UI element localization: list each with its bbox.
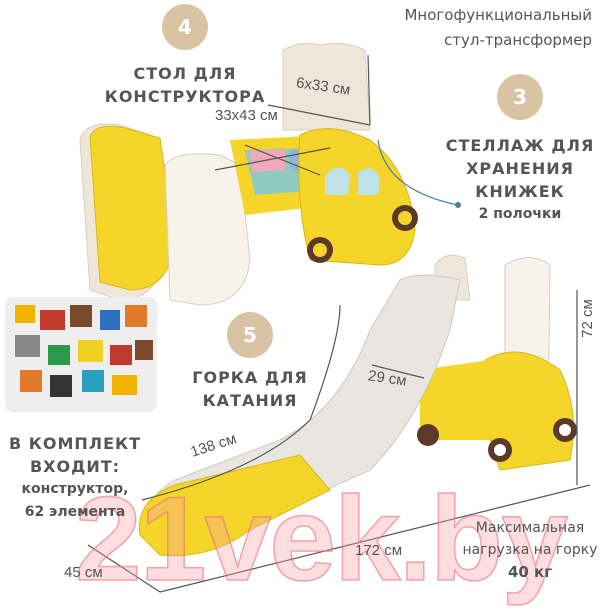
watermark-logo: 21vek.by — [74, 471, 569, 607]
load-line-1: Максимальная — [475, 520, 585, 536]
feature-shelf-note: 2 полочки — [478, 206, 562, 222]
kit-info: В КОМПЛЕКТ ВХОДИТ: конструктор, 62 элеме… — [0, 432, 150, 524]
badge-5: 5 — [227, 312, 273, 358]
dim-table: 33x43 см — [215, 107, 278, 124]
dimension-lines-bottom — [87, 290, 591, 593]
kit-title-2: ВХОДИТ: — [29, 457, 121, 476]
feature-shelf-line-1: СТЕЛЛАЖ ДЛЯ — [445, 136, 595, 155]
dim-height: 72 см — [578, 299, 596, 338]
construction-blocks-bag — [5, 297, 157, 412]
dim-depth: 45 см — [64, 564, 103, 581]
feature-shelf-line-3: КНИЖЕК — [475, 182, 565, 201]
badge-3: 3 — [497, 74, 543, 120]
feature-slide-line-1: ГОРКА ДЛЯ — [192, 368, 308, 387]
feature-slide-line-2: КАТАНИЯ — [202, 391, 298, 410]
slide — [138, 254, 577, 557]
feature-table-line-1: СТОЛ ДЛЯ — [133, 64, 237, 83]
feature-shelf-title: СТЕЛЛАЖ ДЛЯ ХРАНЕНИЯ КНИЖЕК 2 полочки — [440, 134, 600, 226]
dimension-lines-top — [214, 54, 461, 208]
feature-table-line-2: КОНСТРУКТОРА — [104, 87, 266, 106]
feature-shelf-line-2: ХРАНЕНИЯ — [466, 159, 574, 178]
feature-slide-title: ГОРКА ДЛЯ КАТАНИЯ — [160, 366, 340, 412]
header-line-2: стул-трансформер — [444, 31, 592, 49]
kit-title-1: В КОМПЛЕКТ — [9, 434, 141, 453]
kit-line-1: конструктор, — [21, 481, 129, 497]
badge-4: 4 — [162, 4, 208, 50]
load-value: 40 кг — [507, 563, 553, 581]
dim-length: 172 см — [355, 542, 403, 559]
header-line-1: Многофункциональный — [404, 6, 592, 24]
load-info: Максимальная нагрузка на горку 40 кг — [460, 517, 600, 583]
load-line-2: нагрузка на горку — [462, 542, 598, 558]
kit-line-2: 62 элемента — [24, 504, 126, 520]
feature-table-title: СТОЛ ДЛЯ КОНСТРУКТОРА — [85, 62, 285, 108]
